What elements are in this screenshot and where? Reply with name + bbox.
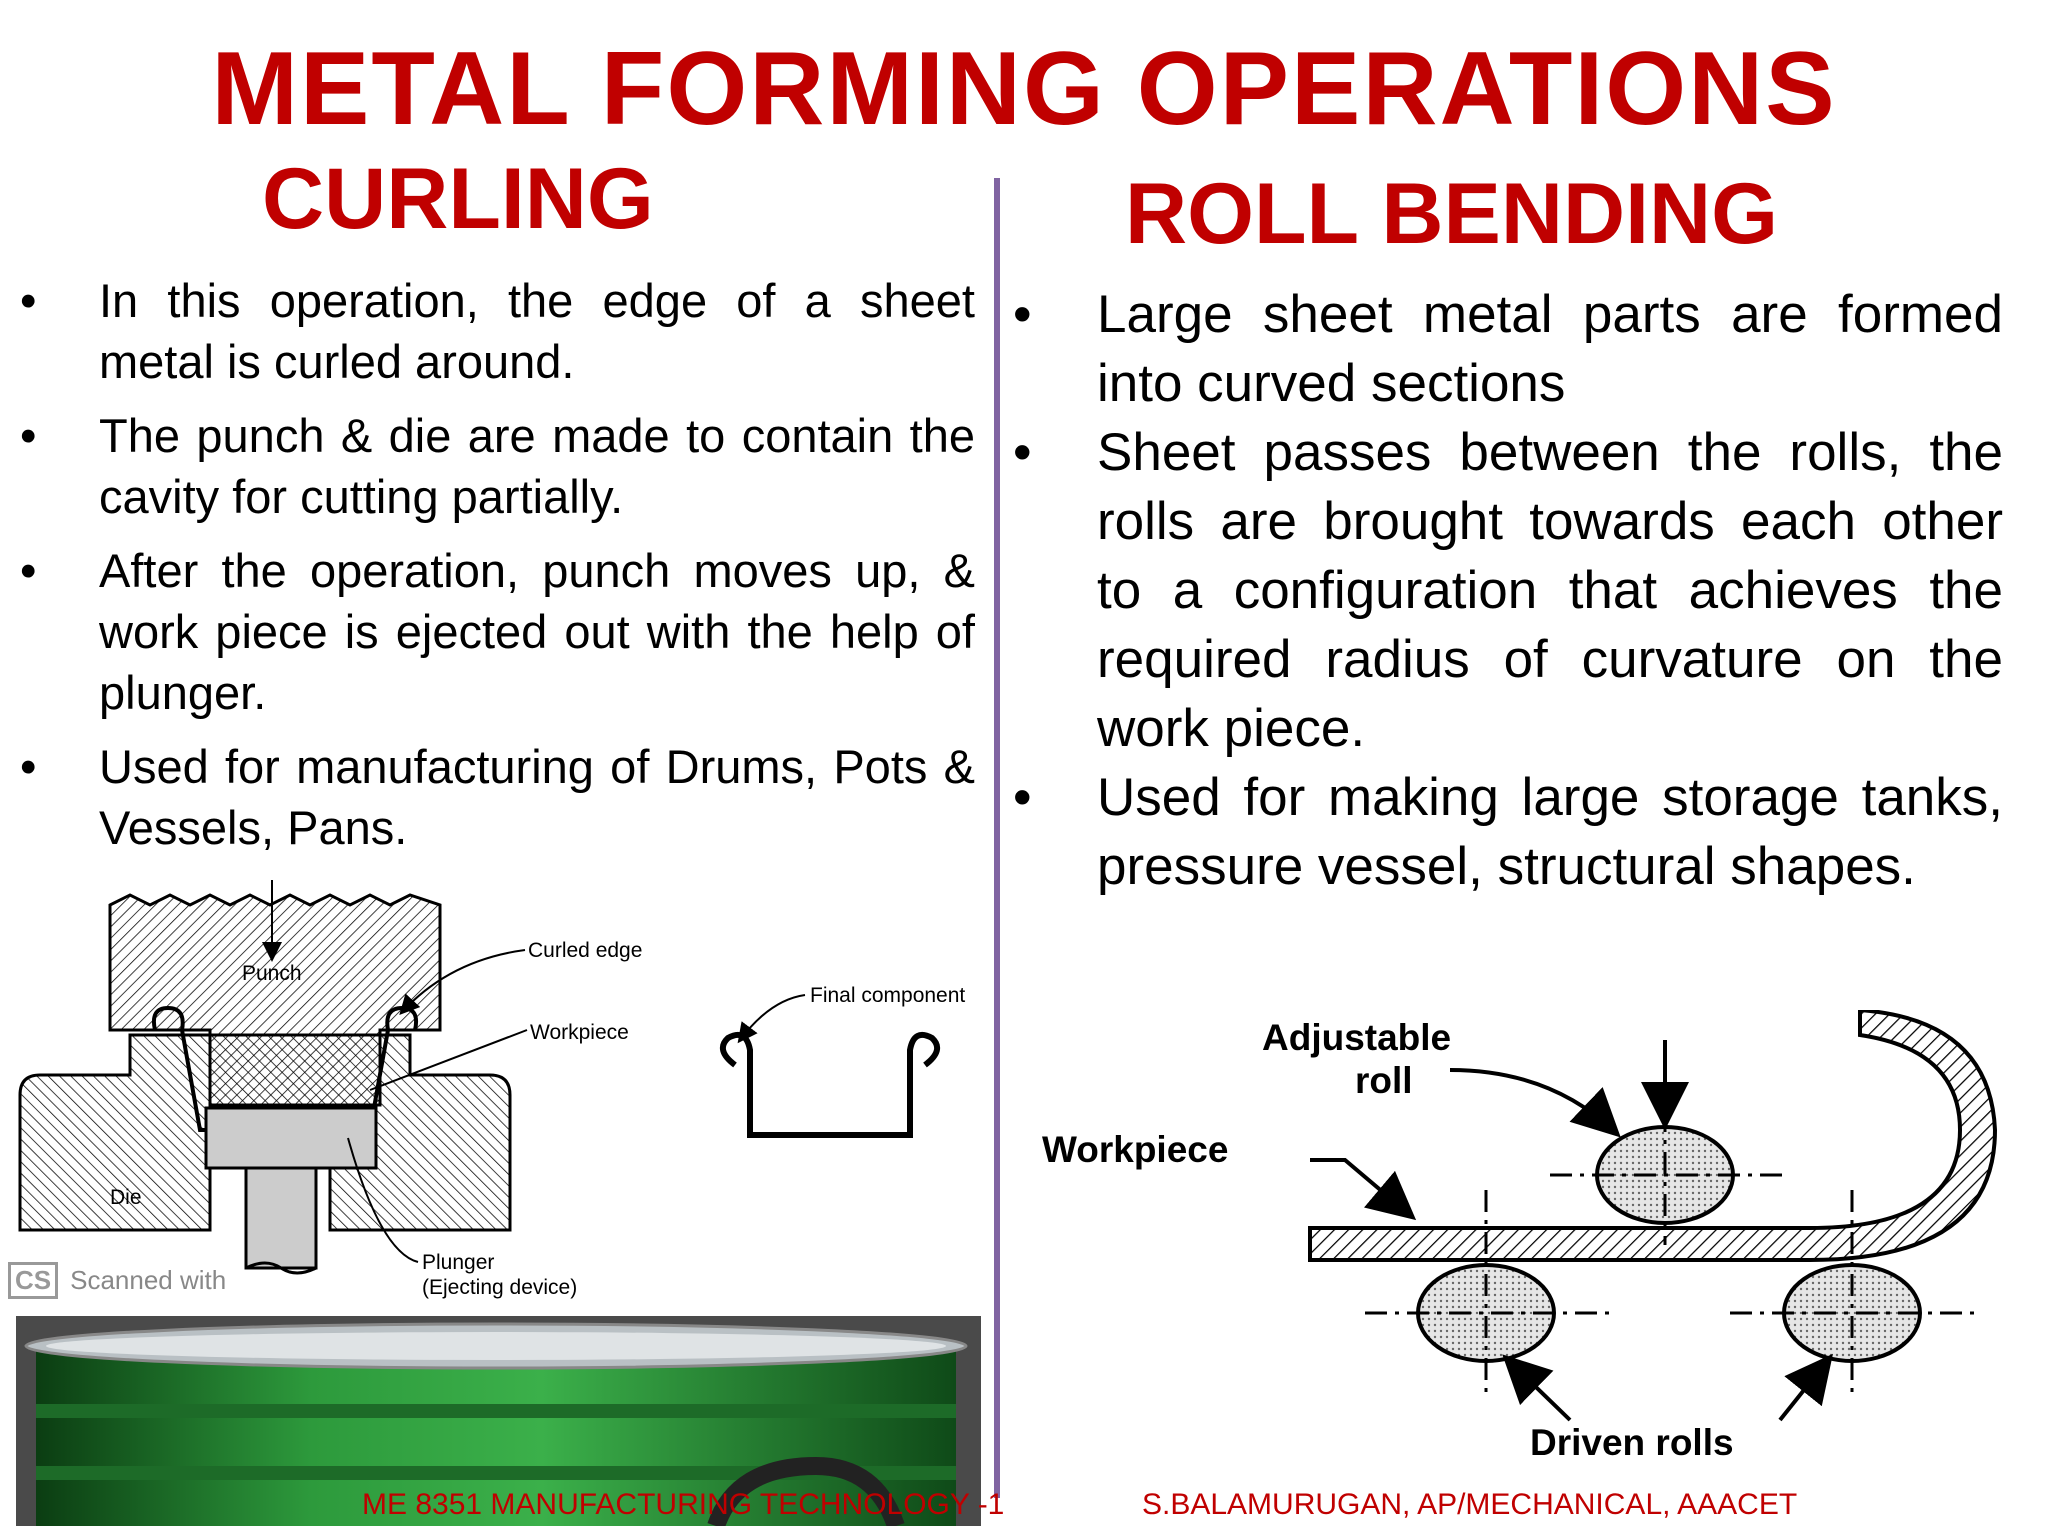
roll-bending-heading: ROLL BENDING [1125, 166, 1778, 262]
list-item: • The punch & die are made to contain the… [20, 405, 975, 527]
bullet-icon: • [20, 740, 37, 793]
bullet-text: In this operation, the edge of a sheet m… [99, 274, 975, 388]
camscanner-logo: CS [8, 1262, 59, 1299]
curling-diagram: Punch Curled edge Workpiece Die Plunger … [18, 880, 965, 1299]
plunger-rod [244, 1166, 318, 1270]
scanned-text: Scanned with [70, 1265, 227, 1295]
bullet-text: Sheet passes between the rolls, the roll… [1097, 423, 2003, 758]
die-label: Die [110, 1186, 142, 1209]
green-drum-photo [16, 1316, 981, 1526]
list-item: • Sheet passes between the rolls, the rol… [1013, 418, 2003, 763]
workpiece-strip [1308, 1010, 1998, 1262]
scanned-watermark: CS Scanned with [8, 1262, 226, 1299]
bullet-icon: • [20, 544, 37, 597]
curled-edge-label: Curled edge [528, 939, 642, 962]
ejecting-device-label: (Ejecting device) [422, 1276, 577, 1299]
bullet-text: Used for manufacturing of Drums, Pots & … [99, 740, 975, 854]
workpiece-label: Workpiece [1042, 1129, 1228, 1170]
bullet-icon: • [1013, 423, 1032, 482]
bullet-text: After the operation, punch moves up, & w… [99, 544, 975, 719]
adjustable-label: Adjustable [1262, 1017, 1451, 1058]
list-item: • Large sheet metal parts are formed into… [1013, 280, 2003, 418]
bullet-icon: • [20, 409, 37, 462]
column-divider [994, 178, 1000, 1498]
plunger-block [204, 1106, 378, 1170]
list-item: • Used for making large storage tanks, pr… [1013, 763, 2003, 901]
list-item: • Used for manufacturing of Drums, Pots &… [20, 736, 975, 858]
curling-heading: CURLING [262, 151, 654, 247]
roll-label: roll [1355, 1060, 1413, 1101]
roll-bending-diagram: Adjustable roll Workpiece Driven rolls [1042, 1010, 1998, 1463]
footer-course: ME 8351 MANUFACTURING TECHNOLOGY -1 [362, 1488, 1005, 1521]
bullet-icon: • [1013, 285, 1032, 344]
bullet-icon: • [1013, 768, 1032, 827]
punch-label: Punch [242, 962, 302, 985]
final-component-label: Final component [810, 984, 965, 1007]
list-item: • After the operation, punch moves up, & … [20, 540, 975, 723]
roll-bending-bullet-list: • Large sheet metal parts are formed into… [1013, 280, 2003, 901]
bullet-text: Used for making large storage tanks, pre… [1097, 768, 2003, 896]
punch-shape [108, 893, 442, 1107]
driven-rolls-label: Driven rolls [1530, 1422, 1734, 1463]
plunger-label: Plunger [422, 1251, 494, 1274]
bullet-text: The punch & die are made to contain the … [99, 409, 975, 523]
footer-author: S.BALAMURUGAN, AP/MECHANICAL, AAACET [1142, 1488, 1798, 1521]
slide-title: METAL FORMING OPERATIONS [211, 31, 1837, 147]
list-item: • In this operation, the edge of a sheet … [20, 270, 975, 392]
final-component-shape [719, 1032, 941, 1138]
curling-bullet-list: • In this operation, the edge of a sheet … [20, 270, 975, 871]
bullet-icon: • [20, 274, 37, 327]
bullet-text: Large sheet metal parts are formed into … [1097, 285, 2003, 413]
workpiece-label: Workpiece [530, 1021, 629, 1044]
